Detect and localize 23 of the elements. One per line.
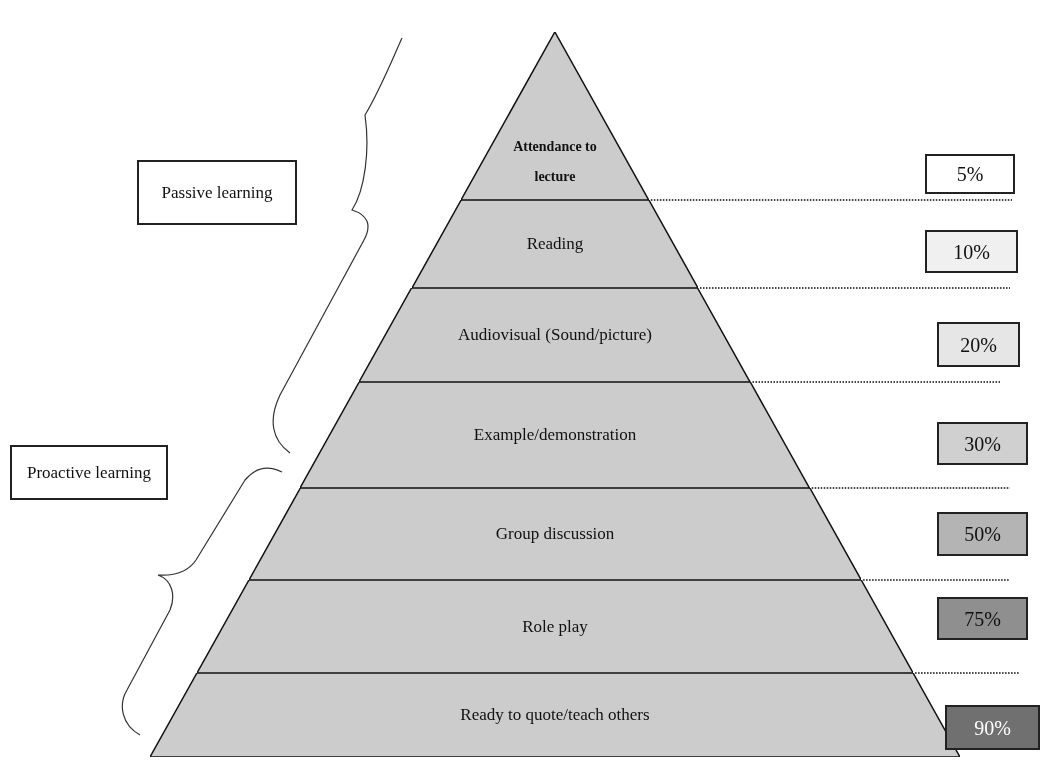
band-label: Role play (522, 615, 588, 638)
percentage-box: 50% (937, 512, 1028, 556)
pyramid-band (412, 200, 698, 288)
category-label-box: Passive learning (137, 160, 297, 225)
percentage-box: 30% (937, 422, 1028, 465)
percentage-box: 10% (925, 230, 1018, 273)
pyramid-band (248, 488, 862, 580)
pyramid-band (359, 288, 751, 382)
band-label: Example/demonstration (473, 424, 637, 447)
percentage-box: 90% (945, 705, 1040, 750)
pyramid-band (196, 580, 914, 673)
percentage-box: 75% (937, 597, 1028, 640)
pyramid-band (461, 32, 649, 200)
percentage-box: 20% (937, 322, 1020, 367)
band-label: Ready to quote/teach others (460, 704, 650, 727)
category-label-box: Proactive learning (10, 445, 168, 500)
pyramid-band (150, 673, 960, 757)
band-label: Audiovisual (Sound/picture) (457, 324, 652, 347)
band-label: Attendance to lecture (512, 138, 598, 186)
band-label: Reading (526, 233, 584, 256)
percentage-box: 5% (925, 154, 1015, 194)
band-label: Group discussion (495, 523, 615, 546)
pyramid-band (300, 382, 810, 488)
